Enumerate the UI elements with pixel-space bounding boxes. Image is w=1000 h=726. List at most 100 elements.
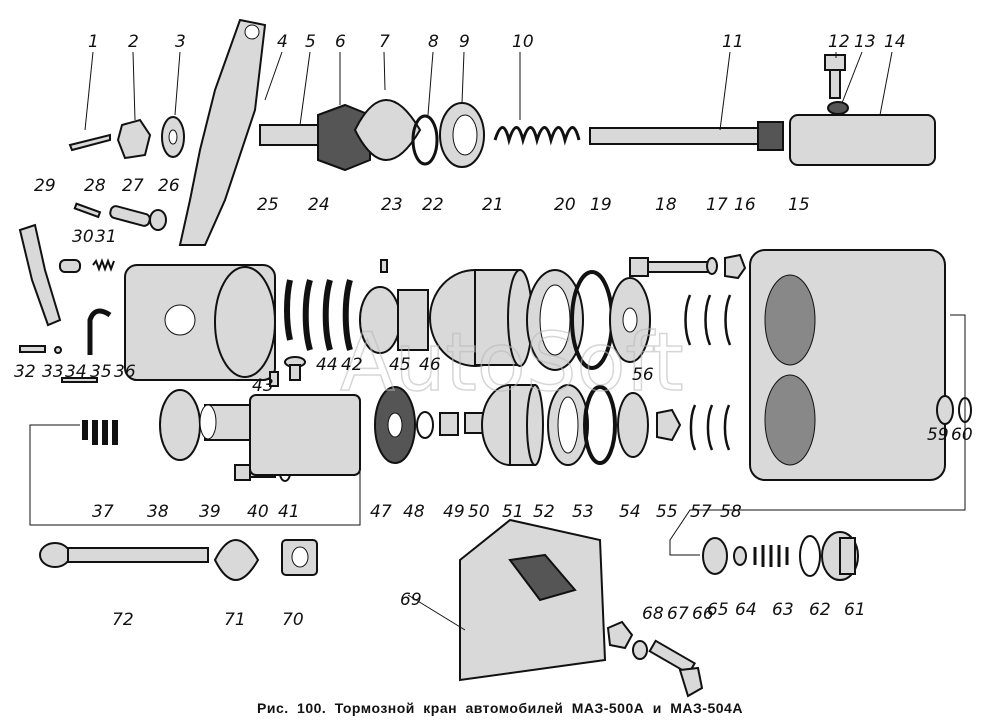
pin-23 (380, 259, 388, 273)
bolt-18 (629, 257, 709, 277)
housing-47 (249, 394, 361, 476)
pin-34 (61, 377, 98, 383)
label-10: 10 (512, 32, 534, 52)
label-64: 64 (735, 600, 757, 620)
ring-49 (416, 411, 434, 439)
label-8: 8 (428, 32, 439, 52)
label-41: 41 (278, 502, 300, 522)
nut-68 (606, 620, 634, 650)
cap-71 (213, 539, 260, 581)
washer-26 (149, 209, 167, 231)
nut-57 (656, 408, 682, 442)
piston-52 (481, 384, 544, 466)
block-22 (397, 289, 429, 351)
label-70: 70 (282, 610, 304, 630)
label-12: 12 (828, 32, 850, 52)
plug-59 (936, 395, 954, 425)
valve-seat-56 (609, 277, 651, 363)
label-26: 26 (158, 176, 180, 196)
bolt-44 (284, 356, 306, 381)
label-32: 32 (14, 362, 36, 382)
washer-67 (632, 640, 648, 660)
label-4: 4 (277, 32, 288, 52)
label-38: 38 (147, 502, 169, 522)
washer-64 (733, 546, 747, 566)
cap-7 (353, 99, 422, 161)
spring-58 (689, 404, 731, 451)
nut-70 (281, 539, 318, 576)
spring-31 (92, 258, 115, 272)
label-33: 33 (42, 362, 64, 382)
label-59: 59 (927, 425, 949, 445)
label-36: 36 (114, 362, 136, 382)
label-42: 42 (341, 355, 363, 375)
stud-43 (269, 371, 279, 387)
label-65: 65 (707, 600, 729, 620)
plug-6 (317, 103, 371, 172)
label-34: 34 (65, 362, 87, 382)
spring-24 (284, 279, 353, 351)
label-54: 54 (619, 502, 641, 522)
label-52: 52 (533, 502, 555, 522)
label-72: 72 (112, 610, 134, 630)
pin-27 (109, 205, 151, 227)
label-55: 55 (656, 502, 678, 522)
ring-20 (526, 269, 584, 371)
castle-nut-2 (116, 118, 152, 160)
label-45: 45 (389, 355, 411, 375)
piston-21 (429, 269, 533, 367)
label-50: 50 (468, 502, 490, 522)
label-56: 56 (632, 365, 654, 385)
bushing-50 (439, 412, 459, 436)
screw-32 (19, 345, 46, 353)
ring-8 (411, 114, 439, 166)
plug-61 (821, 531, 859, 581)
cotter-pin-1 (68, 133, 111, 152)
bolt-66 (648, 639, 704, 698)
spring-10 (493, 126, 581, 146)
label-2: 2 (128, 32, 139, 52)
label-21: 21 (482, 195, 504, 215)
spring-37 (82, 420, 118, 445)
ring-60 (958, 397, 972, 423)
bushing-9 (439, 102, 485, 168)
figure-caption: Рис. 100. Тормозной кран автомобилей МАЗ… (257, 700, 743, 716)
label-51: 51 (502, 502, 524, 522)
label-14: 14 (884, 32, 906, 52)
label-7: 7 (379, 32, 390, 52)
label-44: 44 (316, 355, 338, 375)
body-15 (749, 249, 946, 481)
bracket-69 (459, 518, 607, 682)
plug-65 (702, 537, 728, 575)
label-47: 47 (370, 502, 392, 522)
label-39: 39 (199, 502, 221, 522)
label-3: 3 (175, 32, 186, 52)
valve-seat-55 (617, 392, 649, 458)
label-5: 5 (305, 32, 316, 52)
label-71: 71 (224, 610, 246, 630)
washer-17 (706, 257, 718, 275)
label-57: 57 (690, 502, 712, 522)
label-58: 58 (720, 502, 742, 522)
label-35: 35 (90, 362, 112, 382)
tube-14 (789, 114, 936, 166)
clip-35 (87, 308, 112, 355)
label-29: 29 (34, 176, 56, 196)
rod-11 (589, 121, 784, 151)
label-68: 68 (642, 604, 664, 624)
washer-3 (161, 116, 185, 158)
watermark: AutoSoft (340, 316, 684, 409)
sleeve-39 (199, 404, 251, 441)
connector-line-right (669, 314, 966, 556)
bolt-12 (824, 54, 846, 99)
label-1: 1 (88, 32, 99, 52)
label-23: 23 (381, 195, 403, 215)
label-24: 24 (308, 195, 330, 215)
leader-lines (84, 51, 893, 631)
ring-62 (799, 535, 821, 577)
label-49: 49 (443, 502, 465, 522)
label-67: 67 (667, 604, 689, 624)
label-9: 9 (459, 32, 470, 52)
ring-53 (547, 384, 589, 466)
